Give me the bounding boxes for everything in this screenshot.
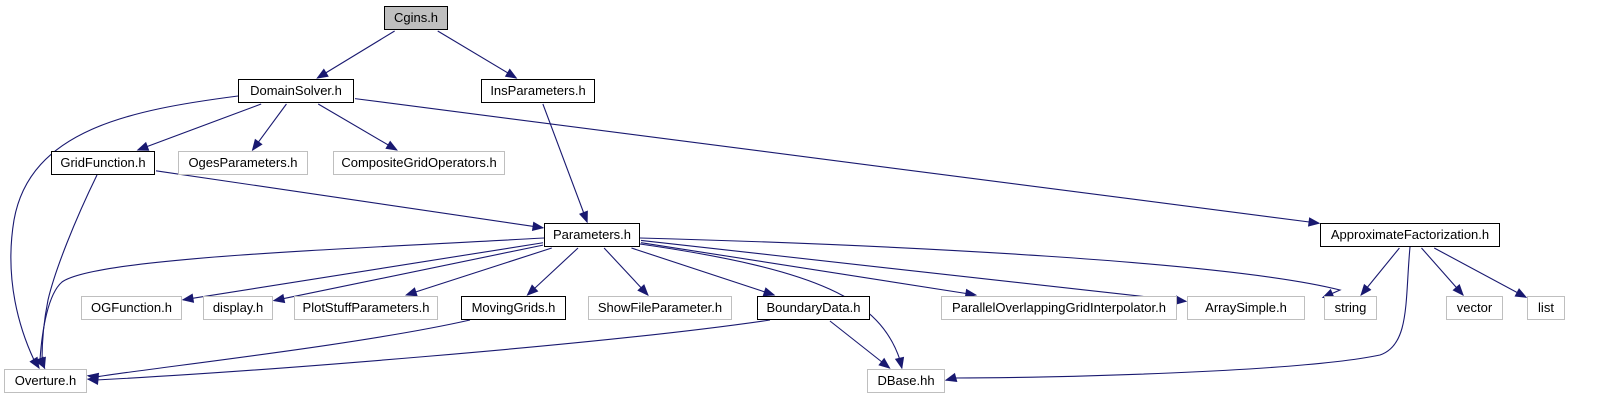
- arrowhead: [1307, 217, 1321, 227]
- node-ogfunction: OGFunction.h: [81, 296, 182, 320]
- arrowhead: [504, 68, 518, 79]
- edge-approximatefactorization-to-vector: [1421, 247, 1464, 297]
- arrowhead: [181, 293, 195, 303]
- arrowhead: [944, 372, 958, 382]
- edge-approximatefactorization-to-string: [1360, 247, 1400, 297]
- node-movinggrids[interactable]: MovingGrids.h: [461, 296, 566, 320]
- node-gridfunction[interactable]: GridFunction.h: [51, 151, 155, 175]
- node-list: list: [1527, 296, 1565, 320]
- node-vector: vector: [1446, 296, 1503, 320]
- node-insparameters[interactable]: InsParameters.h: [481, 79, 595, 103]
- node-showfileparameter: ShowFileParameter.h: [588, 296, 732, 320]
- edge-parameters-to-paralleloverlapping: [640, 242, 978, 299]
- edge-parameters-to-string: [639, 237, 1342, 299]
- node-paralleloverlapping: ParallelOverlappingGridInterpolator.h: [941, 296, 1177, 320]
- node-dbase: DBase.hh: [867, 369, 945, 393]
- node-cgins: Cgins.h: [384, 6, 448, 30]
- arrowhead: [762, 287, 776, 297]
- node-display: display.h: [203, 296, 273, 320]
- edge-parameters-to-overture: [35, 237, 545, 370]
- edge-parameters-to-movinggrids: [526, 247, 579, 296]
- edge-parameters-to-boundarydata: [631, 247, 776, 297]
- edge-domainsolver-to-gridfunction: [136, 103, 262, 151]
- node-approximatefactorization[interactable]: ApproximateFactorization.h: [1320, 223, 1500, 247]
- node-domainsolver[interactable]: DomainSolver.h: [238, 79, 354, 103]
- arrowhead: [86, 375, 99, 385]
- edge-approximatefactorization-to-dbase: [944, 246, 1411, 382]
- edge-cgins-to-domainsolver: [316, 30, 395, 79]
- edge-domainsolver-to-ogesparameters: [251, 103, 287, 152]
- edge-approximatefactorization-to-list: [1433, 247, 1528, 298]
- edge-gridfunction-to-overture: [36, 174, 98, 370]
- node-boundarydata[interactable]: BoundaryData.h: [757, 296, 870, 320]
- edge-parameters-to-dbase: [639, 243, 905, 370]
- edge-boundarydata-to-dbase: [829, 320, 891, 369]
- edge-cgins-to-insparameters: [437, 30, 518, 79]
- arrowhead: [1514, 288, 1528, 298]
- edge-insparameters-to-parameters: [542, 103, 588, 224]
- edge-gridfunction-to-parameters: [155, 170, 545, 231]
- edge-parameters-to-plotstuffparameters: [404, 247, 552, 297]
- arrowhead: [136, 141, 150, 151]
- edge-parameters-to-ogfunction: [181, 242, 544, 303]
- arrowhead: [35, 356, 46, 370]
- arrowhead: [1360, 283, 1372, 297]
- edge-parameters-to-display: [272, 244, 544, 304]
- edge-domainsolver-to-compositegridoperators: [317, 103, 398, 151]
- arrowhead: [272, 293, 286, 304]
- arrowhead: [579, 210, 588, 224]
- arrowhead: [404, 287, 418, 297]
- node-overture: Overture.h: [4, 369, 87, 393]
- node-arraysimple: ArraySimple.h: [1187, 296, 1305, 320]
- edge-domainsolver-to-overture: [10, 95, 239, 370]
- edge-domainsolver-to-approximatefactorization: [354, 98, 1321, 227]
- arrowhead: [316, 68, 329, 79]
- arrowhead: [526, 284, 539, 296]
- arrowhead: [531, 221, 545, 231]
- arrowhead: [1452, 283, 1464, 297]
- arrowhead: [385, 140, 398, 151]
- arrowhead: [637, 284, 649, 296]
- node-ogesparameters: OgesParameters.h: [178, 151, 308, 175]
- edge-movinggrids-to-overture: [86, 319, 471, 383]
- arrowhead: [878, 357, 891, 369]
- arrowhead: [251, 138, 263, 152]
- node-string: string: [1324, 296, 1377, 320]
- edge-parameters-to-arraysimple: [640, 239, 1188, 305]
- node-plotstuffparameters: PlotStuffParameters.h: [294, 296, 438, 320]
- edge-boundarydata-to-overture: [86, 319, 771, 385]
- node-compositegridoperators: CompositeGridOperators.h: [333, 151, 505, 175]
- arrowhead: [894, 356, 905, 370]
- edge-parameters-to-showfileparameter: [603, 247, 649, 296]
- node-parameters[interactable]: Parameters.h: [544, 223, 640, 247]
- arrowhead: [1175, 295, 1188, 305]
